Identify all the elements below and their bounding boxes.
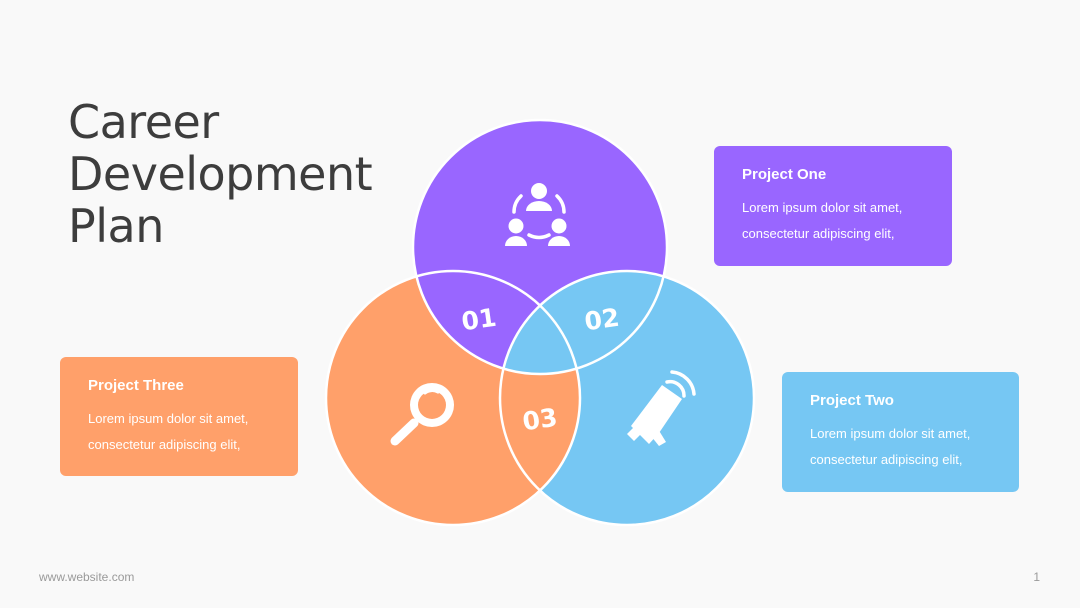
label-01: 01 bbox=[460, 303, 498, 337]
card-text-line-1: Lorem ipsum dolor sit amet, bbox=[810, 426, 971, 441]
footer-website: www.website.com bbox=[39, 570, 135, 584]
card-text-line-1: Lorem ipsum dolor sit amet, bbox=[742, 200, 903, 215]
card-text: Lorem ipsum dolor sit amet, consectetur … bbox=[742, 195, 924, 247]
card-text-line-2: consectetur adipiscing elit, bbox=[742, 226, 895, 241]
card-title: Project Two bbox=[810, 392, 894, 409]
card-text-line-2: consectetur adipiscing elit, bbox=[88, 437, 241, 452]
card-text: Lorem ipsum dolor sit amet, consectetur … bbox=[810, 421, 991, 473]
slide-title: Career Development Plan bbox=[68, 95, 373, 253]
magnifier-icon bbox=[390, 383, 454, 446]
card-text-line-2: consectetur adipiscing elit, bbox=[810, 452, 963, 467]
label-03: 03 bbox=[521, 403, 559, 437]
title-line-2: Development bbox=[68, 147, 373, 201]
title-line-3: Plan bbox=[68, 199, 164, 253]
card-project-three: Project Three Lorem ipsum dolor sit amet… bbox=[60, 357, 298, 476]
footer-page-number: 1 bbox=[1033, 570, 1040, 584]
card-title: Project One bbox=[742, 166, 827, 183]
card-project-two: Project Two Lorem ipsum dolor sit amet, … bbox=[782, 372, 1019, 492]
card-text-line-1: Lorem ipsum dolor sit amet, bbox=[88, 411, 249, 426]
team-icon bbox=[505, 183, 570, 246]
megaphone-icon bbox=[627, 370, 696, 446]
title-line-1: Career bbox=[68, 95, 219, 149]
card-text: Lorem ipsum dolor sit amet, consectetur … bbox=[88, 406, 270, 458]
card-title: Project Three bbox=[88, 377, 184, 394]
card-project-one: Project One Lorem ipsum dolor sit amet, … bbox=[714, 146, 952, 266]
label-02: 02 bbox=[583, 303, 621, 337]
